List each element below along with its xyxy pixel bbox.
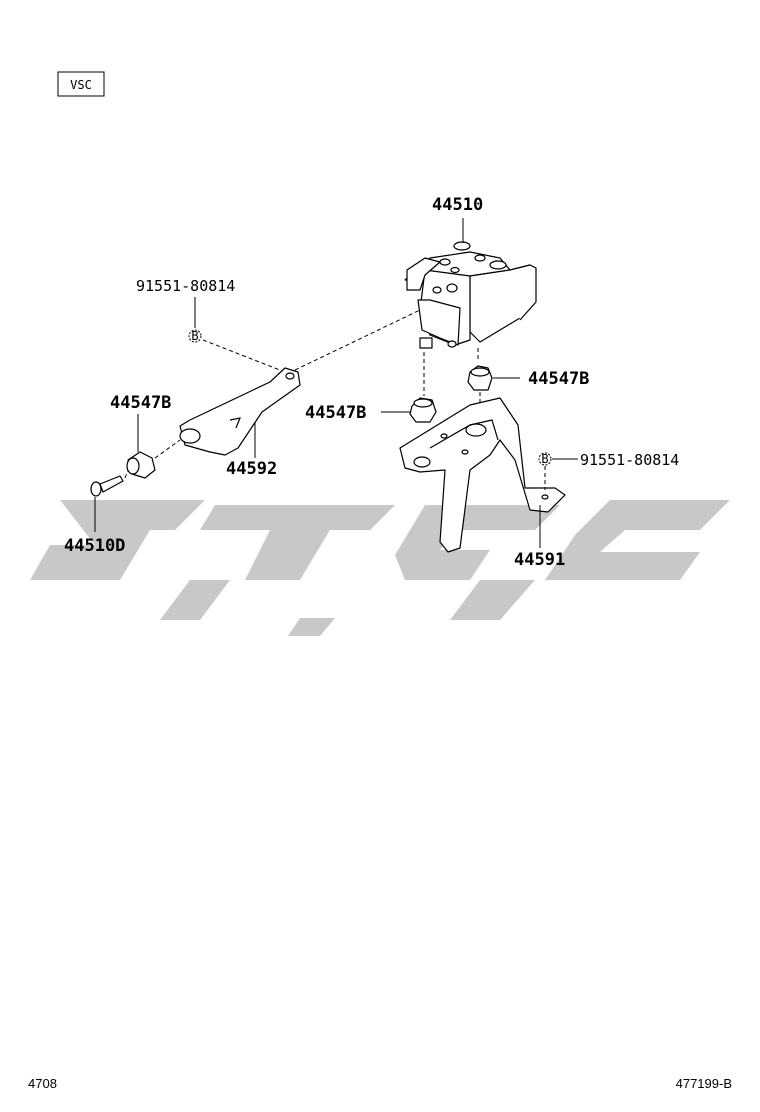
label-actuator: 44510 [432,195,483,215]
section-tag: VSC [70,78,92,92]
bracket-left [179,367,301,456]
label-bolt-upper: 91551-80814 [136,277,235,295]
label-bolt-right: 91551-80814 [580,451,679,469]
svg-text:B: B [191,329,198,343]
section-tag-box [57,71,105,97]
bolt-left [90,475,124,497]
bracket-right [399,397,566,553]
svg-text:B: B [541,452,548,466]
footer-diagram-code: 477199-B [676,1076,732,1091]
label-cushion-right: 44547B [528,369,589,389]
label-cushion-left: 44547B [110,393,171,413]
footer-page-number: 4708 [28,1076,57,1091]
label-bracket-right: 44591 [514,550,565,570]
label-bracket-left: 44592 [226,459,277,479]
bolt-marker-upper: B [188,329,202,343]
cushion-center [409,397,437,423]
label-bolt-left: 44510D [64,536,125,556]
actuator-assembly [404,241,537,349]
watermark-logo [30,500,730,636]
bolt-marker-right: B [538,452,552,466]
cushion-left [126,451,156,479]
label-cushion-center: 44547B [305,403,366,423]
cushion-right [467,365,493,391]
